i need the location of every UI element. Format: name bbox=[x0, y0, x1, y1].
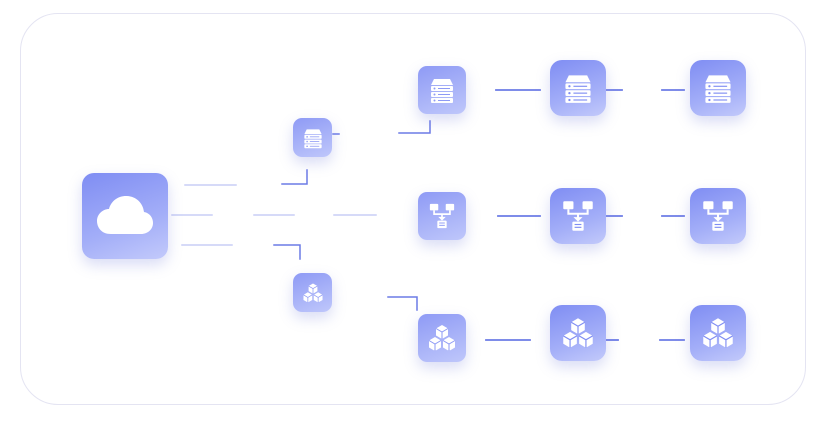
network-icon bbox=[428, 202, 456, 230]
network-icon bbox=[701, 199, 735, 233]
connector-to-cubes-row bbox=[387, 296, 418, 311]
cubes-small-node[interactable] bbox=[293, 273, 332, 312]
network-icon bbox=[561, 199, 595, 233]
cubes-node-1[interactable] bbox=[418, 314, 466, 362]
network-node-3[interactable] bbox=[690, 188, 746, 244]
cubes-icon bbox=[302, 282, 324, 304]
cloud-node[interactable] bbox=[82, 173, 168, 259]
connector-to-cubes-small bbox=[273, 244, 301, 260]
server-icon bbox=[702, 72, 734, 104]
server-icon bbox=[302, 127, 324, 149]
cloud-icon bbox=[95, 194, 155, 238]
cubes-icon bbox=[701, 316, 735, 350]
cubes-node-2[interactable] bbox=[550, 305, 606, 361]
connector-to-server-row bbox=[398, 120, 431, 134]
network-node-1[interactable] bbox=[418, 192, 466, 240]
cubes-icon bbox=[427, 323, 457, 353]
server-node-2[interactable] bbox=[550, 60, 606, 116]
cubes-node-3[interactable] bbox=[690, 305, 746, 361]
network-node-2[interactable] bbox=[550, 188, 606, 244]
server-node-3[interactable] bbox=[690, 60, 746, 116]
server-small-node[interactable] bbox=[293, 118, 332, 157]
server-icon bbox=[562, 72, 594, 104]
connector-to-server-small bbox=[281, 169, 308, 185]
server-icon bbox=[428, 76, 456, 104]
server-node-1[interactable] bbox=[418, 66, 466, 114]
cubes-icon bbox=[561, 316, 595, 350]
